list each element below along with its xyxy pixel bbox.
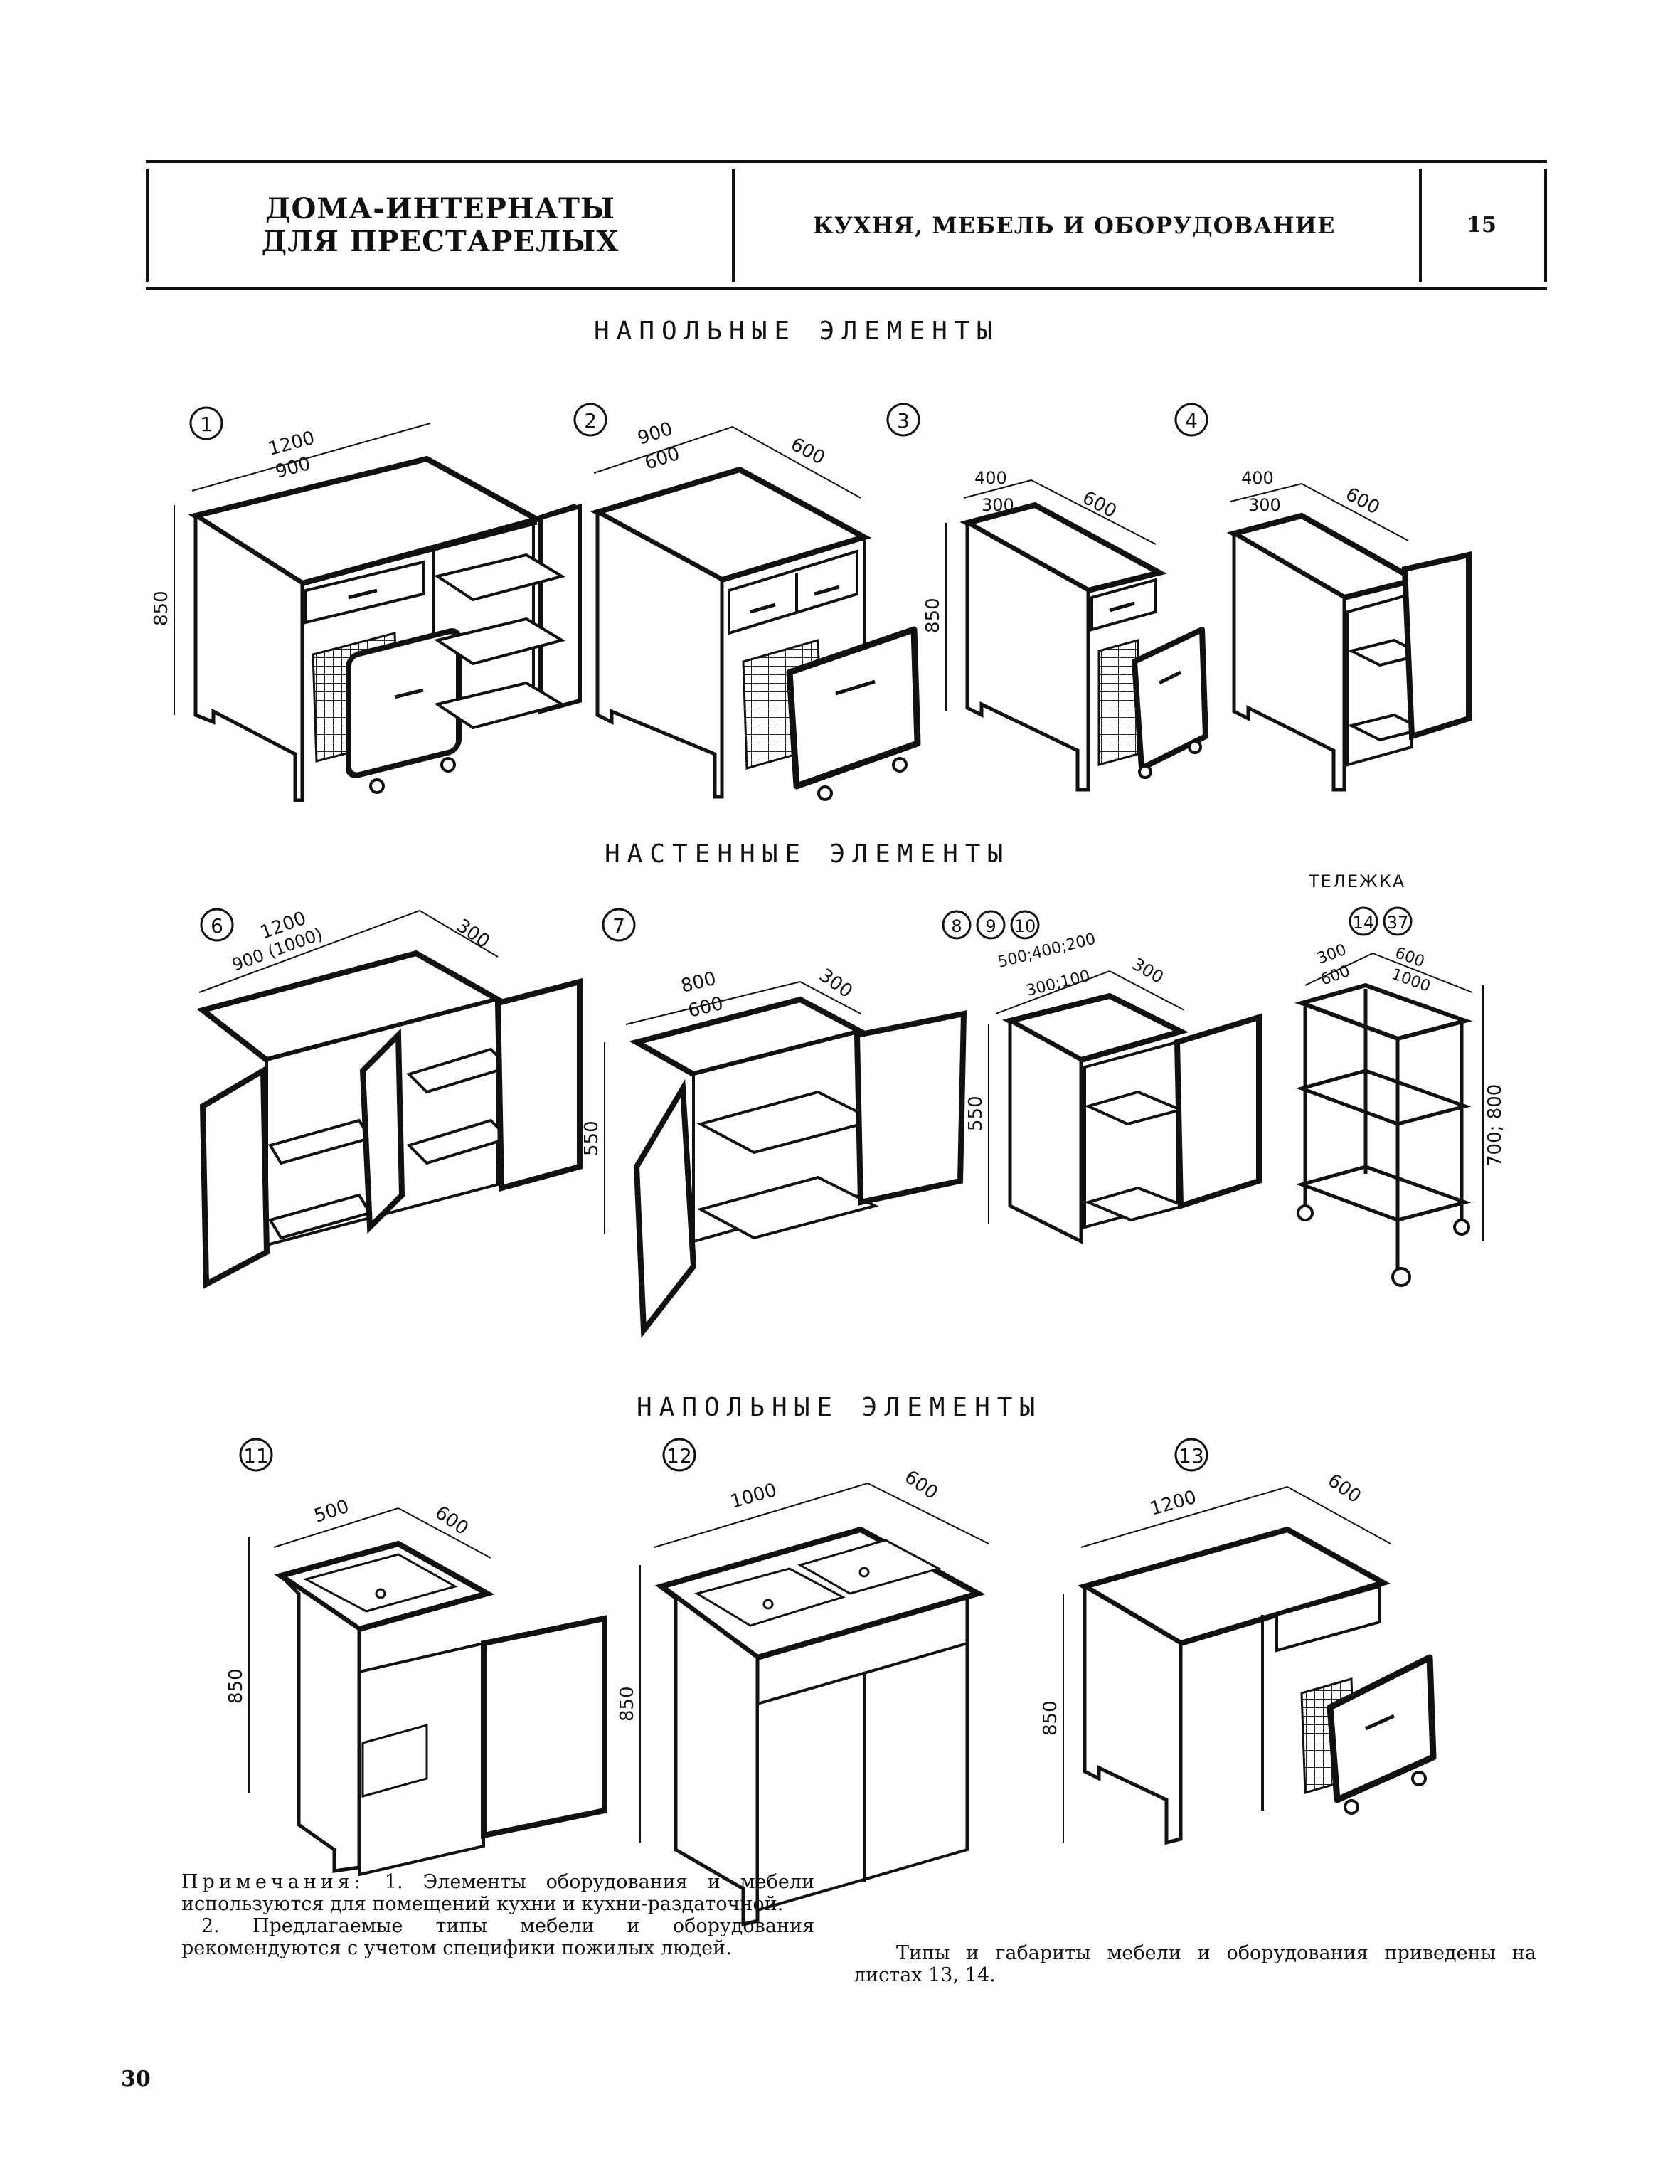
dim-height: 850 (225, 1668, 247, 1704)
dim-depth: 600 (1324, 1470, 1365, 1507)
item-number: 7 (612, 914, 625, 938)
item-13-floor-unit: 13 1200 600 850 (1040, 1438, 1437, 1845)
item-14-37-trolley: 14 37 300 600 600 1000 700; 800 (1294, 906, 1506, 1287)
page-number: 15 (1467, 213, 1496, 238)
dim-depth: 600 (1079, 487, 1120, 523)
dim-width-1: 400 (1241, 468, 1274, 488)
dim-width-2: 600 (642, 443, 682, 475)
item-number: 37 (1387, 913, 1409, 933)
dim-width-1: 500;400;200 (996, 930, 1097, 971)
header-page-cell: 15 (1419, 169, 1547, 282)
dim-width: 1000 (728, 1480, 780, 1513)
item-7-wall-unit: 7 800 600 300 550 (581, 908, 967, 1339)
item-8-9-10-wall-unit: 8 9 10 500;400;200 300;100 300 550 (942, 910, 1262, 1245)
item-number: 13 (1179, 1444, 1204, 1468)
dim-depth: 300 (815, 965, 856, 1002)
dim-depth: 600 (787, 434, 829, 470)
dim-height: 700; 800 (1484, 1084, 1506, 1167)
heading-floor-bottom: НАПОЛЬНЫЕ ЭЛЕМЕНТЫ (637, 1393, 1043, 1422)
dim-width-1: 1200 (266, 428, 317, 460)
notes-label: Примечания: (181, 1871, 365, 1893)
note-2: 2. Предлагаемые типы мебели и оборудован… (181, 1915, 814, 1959)
dim-width-1: 800 (679, 968, 718, 997)
notes-left: Примечания: 1. Элементы оборудования и м… (181, 1871, 814, 1959)
item-11-sink-unit: 11 500 600 850 (225, 1438, 607, 1877)
dim-height: 550 (581, 1120, 602, 1156)
org-title-line1: ДОМА-ИНТЕРНАТЫ (265, 191, 615, 226)
item-2-floor-unit: 2 900 600 600 (573, 403, 921, 801)
dim-width-2: 300 (1248, 495, 1281, 515)
item-number: 3 (897, 409, 910, 433)
dim-height: 850 (1040, 1700, 1061, 1736)
item-number-circle (189, 406, 223, 440)
section-title: КУХНЯ, МЕБЕЛЬ И ОБОРУДОВАНИЕ (812, 211, 1336, 239)
dim-height: 850 (923, 598, 944, 633)
dim-width-2: 300;100 (1024, 967, 1092, 1000)
heading-floor-top: НАПОЛЬНЫЕ ЭЛЕМЕНТЫ (594, 317, 1000, 346)
dim-width-1: 400 (974, 468, 1007, 488)
note-1: 1. Элементы оборудования и мебели исполь… (181, 1871, 814, 1915)
dim-depth: 300 (452, 915, 494, 953)
item-number: 1 (200, 413, 213, 436)
page-header: ДОМА-ИНТЕРНАТЫ ДЛЯ ПРЕСТАРЕЛЫХ КУХНЯ, МЕ… (146, 160, 1547, 290)
item-6-wall-unit: 6 1200 900 (1000) 300 (196, 908, 583, 1289)
dim-width: 500 (312, 1496, 351, 1527)
heading-trolley: ТЕЛЕЖКА (1309, 871, 1406, 891)
dim-depth: 600 (431, 1502, 472, 1539)
item-12-double-sink-unit: 12 1000 600 850 (617, 1438, 989, 1927)
dim-height: 850 (617, 1686, 638, 1722)
item-number: 10 (1014, 916, 1036, 936)
item-4-floor-unit: 4 400 300 600 (1174, 403, 1472, 792)
dim-height: 550 (965, 1096, 987, 1131)
heading-wall: НАСТЕННЫЕ ЭЛЕМЕНТЫ (605, 839, 1011, 869)
item-number: 9 (985, 916, 996, 936)
item-number: 8 (951, 916, 962, 936)
item-number: 4 (1185, 409, 1198, 433)
dim-depth: 600 (1342, 484, 1383, 519)
item-1-floor-unit: 1 1200 900 850 (151, 406, 582, 802)
header-section-cell: КУХНЯ, МЕБЕЛЬ И ОБОРУДОВАНИЕ (729, 169, 1422, 282)
item-3-floor-unit: 3 400 300 600 850 (886, 403, 1208, 792)
dim-depth: 300 (1129, 954, 1167, 987)
notes-right: Типы и габариты мебели и оборудования пр… (854, 1942, 1536, 1986)
dim-depth: 600 (900, 1466, 942, 1504)
dim-b2: 1000 (1389, 965, 1432, 996)
item-number: 11 (243, 1444, 269, 1468)
item-number: 14 (1353, 913, 1375, 933)
note-3: Типы и габариты мебели и оборудования пр… (854, 1942, 1536, 1986)
dim-height: 850 (151, 590, 172, 626)
header-org-cell: ДОМА-ИНТЕРНАТЫ ДЛЯ ПРЕСТАРЕЛЫХ (146, 169, 735, 282)
org-title-line2: ДЛЯ ПРЕСТАРЕЛЫХ (261, 224, 620, 258)
item-number: 12 (666, 1444, 692, 1468)
item-number: 6 (211, 914, 223, 938)
folio-number: 30 (121, 2067, 151, 2092)
item-number: 2 (584, 409, 597, 433)
